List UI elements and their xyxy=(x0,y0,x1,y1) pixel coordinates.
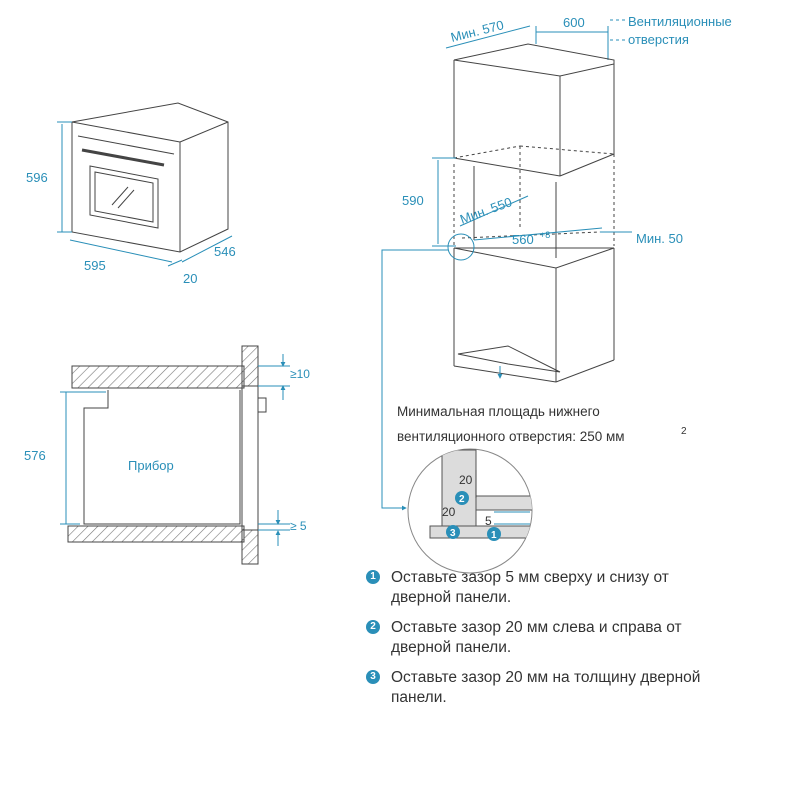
section-height-label: 576 xyxy=(24,448,46,463)
bottom-gap-label: ≥ 5 xyxy=(290,519,307,533)
vent-label-line1: Вентиляционные xyxy=(628,14,732,29)
detail-view: 20 20 5 2 1 3 xyxy=(407,448,533,574)
oven-width-label: 595 xyxy=(84,258,106,273)
cabinet-depth-label: 600 xyxy=(563,15,585,30)
note-number-badge: 1 xyxy=(366,570,380,584)
note-item-3: 3 Оставьте зазор 20 мм на толщину дверно… xyxy=(366,668,786,708)
note-number-badge: 3 xyxy=(366,670,380,684)
bottom-vent-sup: 2 xyxy=(681,426,687,437)
min-side-label: Мин. 50 xyxy=(636,231,683,246)
note-text: Оставьте зазор 20 мм слева и справа от д… xyxy=(391,619,682,656)
note-text: Оставьте зазор 5 мм сверху и снизу от дв… xyxy=(391,569,669,606)
bottom-vent-line1: Минимальная площадь нижнего xyxy=(397,404,600,419)
note-item-1: 1 Оставьте зазор 5 мм сверху и снизу от … xyxy=(366,568,786,608)
cabinet-view: Мин. 570 600 Вентиляционные отверстия 59… xyxy=(381,14,732,511)
niche-width-tol-label: +8 xyxy=(540,230,550,240)
oven-height-label: 596 xyxy=(26,170,48,185)
top-gap-label: ≥10 xyxy=(290,367,310,381)
niche-width-label: 560 xyxy=(512,232,534,247)
note-text: Оставьте зазор 20 мм на толщину дверной … xyxy=(391,669,701,706)
notes-list: 1 Оставьте зазор 5 мм сверху и снизу от … xyxy=(366,568,786,718)
cabinet-min-depth-label: Мин. 570 xyxy=(449,17,505,45)
detail-gap-top: 20 xyxy=(459,473,473,487)
oven-perspective-view: 596 595 546 20 xyxy=(26,102,236,286)
detail-marker-2 xyxy=(455,491,469,505)
oven-door-thickness-label: 20 xyxy=(183,271,197,286)
svg-text:3: 3 xyxy=(450,528,456,539)
detail-gap-small: 5 xyxy=(485,514,492,528)
svg-text:1: 1 xyxy=(491,530,497,541)
oven-depth-label: 546 xyxy=(214,244,236,259)
vent-label-line2: отверстия xyxy=(628,32,689,47)
niche-depth-label: Мин. 550 xyxy=(458,194,514,227)
niche-height-label: 590 xyxy=(402,193,424,208)
section-view: Прибор 576 ≥10 ≥ 5 xyxy=(24,345,310,565)
svg-text:2: 2 xyxy=(459,494,465,505)
detail-marker-1 xyxy=(487,527,501,541)
appliance-label: Прибор xyxy=(128,458,174,473)
detail-gap-side: 20 xyxy=(442,505,456,519)
detail-marker-3 xyxy=(446,525,460,539)
note-number-badge: 2 xyxy=(366,620,380,634)
note-item-2: 2 Оставьте зазор 20 мм слева и справа от… xyxy=(366,618,786,658)
bottom-vent-line2: вентиляционного отверстия: 250 мм xyxy=(397,429,625,444)
